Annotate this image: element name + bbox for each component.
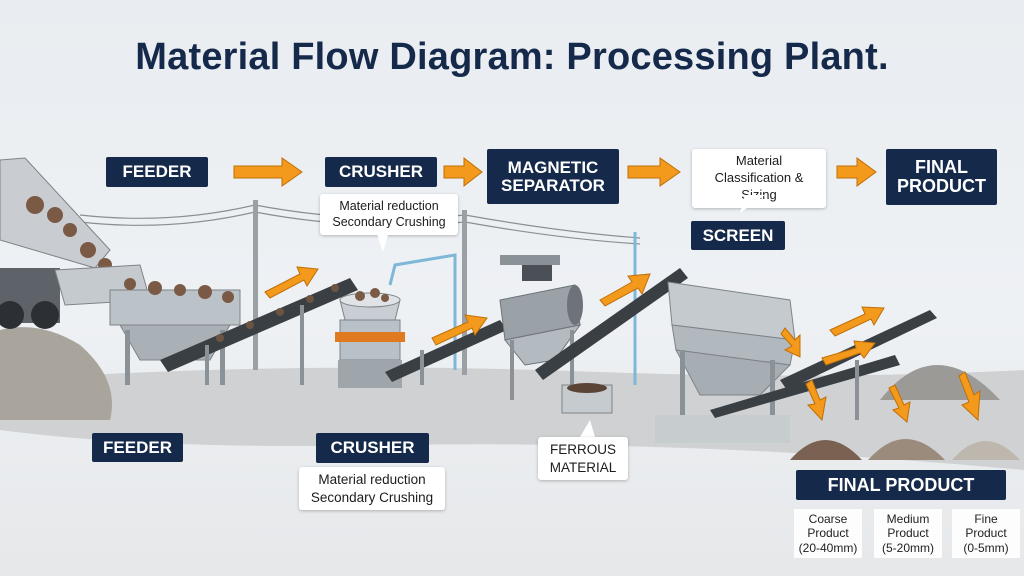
- classification-callout: Material Classification & Sizing: [692, 149, 826, 208]
- page-title: Material Flow Diagram: Processing Plant.: [135, 36, 889, 78]
- separator-text: SEPARATOR: [501, 175, 605, 195]
- screen-label: SCREEN: [691, 221, 785, 250]
- stockpile-coarse: [790, 440, 862, 460]
- medium-size: (5-20mm): [881, 540, 934, 555]
- final-text: FINAL: [915, 157, 968, 178]
- stockpile-fine: [952, 441, 1020, 460]
- crusher-text: CRUSHER: [338, 162, 424, 182]
- ferrous-material-label: FERROUS MATERIAL: [538, 437, 628, 481]
- product-text: PRODUCT: [897, 176, 986, 196]
- conveyor-3: [535, 268, 688, 380]
- ferrous-line-1: FERROUS: [549, 442, 616, 457]
- feeder-label-top: FEEDER: [106, 157, 208, 187]
- fine-name-2: Product: [965, 526, 1007, 541]
- conveyor-1: [160, 278, 358, 385]
- crusher-note-line-1: Material reduction: [339, 199, 439, 213]
- crusher-note-bottom: Material reduction Secondary Crushing: [299, 467, 445, 511]
- crusher-label-bottom: CRUSHER: [316, 433, 429, 463]
- final-product-bottom-text: FINAL PRODUCT: [827, 474, 975, 495]
- final-product-label-bottom: FINAL PRODUCT: [796, 470, 1006, 500]
- medium-name-2: Product: [887, 526, 929, 541]
- magnetic-separator: [499, 255, 613, 414]
- crusher-bottom-text: CRUSHER: [330, 438, 415, 458]
- fine-name-1: Fine: [974, 512, 998, 526]
- coarse-size: (20-40mm): [798, 540, 858, 555]
- classification-line-3: Sizing: [741, 186, 777, 202]
- screen-text: SCREEN: [702, 225, 774, 245]
- classification-line-2: Classification &: [714, 169, 804, 185]
- coarse-name-2: Product: [807, 526, 849, 541]
- product-coarse: Coarse Product (20-40mm): [794, 509, 862, 559]
- poles: [253, 200, 467, 375]
- stockpile-medium: [868, 439, 945, 460]
- coarse-name-1: Coarse: [808, 512, 848, 526]
- scene-flow-arrows: [264, 266, 981, 423]
- product-medium: Medium Product (5-20mm): [874, 509, 942, 559]
- crusher-note-top: Material reduction Secondary Crushing: [320, 194, 458, 235]
- feeder-label-bottom: FEEDER: [92, 433, 183, 462]
- crusher-bottom-note-line-1: Material reduction: [318, 472, 426, 487]
- crusher-bottom-note-line-2: Secondary Crushing: [310, 489, 434, 505]
- crusher-label-top: CRUSHER: [325, 157, 437, 187]
- fine-size: (0-5mm): [963, 540, 1009, 555]
- gravel-pile-left: [0, 327, 112, 420]
- magnetic-text: MAGNETIC: [507, 157, 599, 177]
- feeder-bottom-text: FEEDER: [103, 437, 172, 457]
- final-product-label-top: FINAL PRODUCT: [886, 149, 997, 205]
- magnetic-separator-label: MAGNETIC SEPARATOR: [487, 149, 619, 204]
- vibrating-screen: [655, 281, 796, 443]
- ferrous-line-2: MATERIAL: [549, 459, 617, 475]
- feeder-text: FEEDER: [122, 162, 192, 182]
- dump-truck: [0, 157, 112, 329]
- conveyor-2: [385, 320, 507, 385]
- crusher-note-line-2: Secondary Crushing: [332, 215, 446, 230]
- classification-line-1: Material: [735, 153, 783, 168]
- cone-crusher: [335, 288, 405, 388]
- medium-name-1: Medium: [886, 512, 930, 526]
- product-fine: Fine Product (0-5mm): [952, 509, 1020, 559]
